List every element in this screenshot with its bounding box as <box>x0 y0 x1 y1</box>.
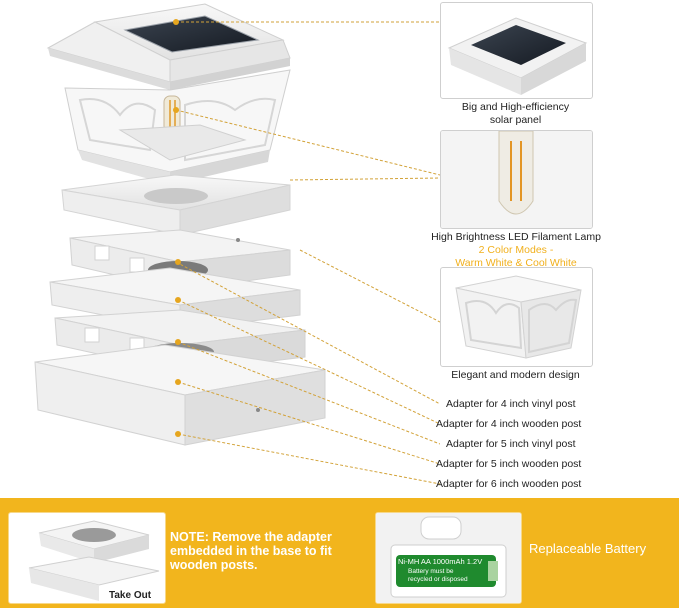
take-out-label: Take Out <box>109 590 152 601</box>
adapter-label-5-wooden: Adapter for 5 inch wooden post <box>436 458 582 470</box>
solar-panel-thumbnail <box>440 2 593 99</box>
design-caption: Elegant and modern design <box>451 369 580 381</box>
led-lamp-caption: High Brightness LED Filament Lamp 2 Colo… <box>431 231 601 269</box>
adapter-label-6-wooden: Adapter for 6 inch wooden post <box>436 478 582 490</box>
adapter-label-5-vinyl: Adapter for 5 inch vinyl post <box>446 438 576 450</box>
battery-thumbnail: Ni-MH AA 1000mAh 1.2V Battery must be re… <box>375 512 522 604</box>
replaceable-battery-label: Replaceable Battery <box>529 541 647 556</box>
design-thumbnail <box>440 267 593 367</box>
wooden-post-note: NOTE: Remove the adapter embedded in the… <box>170 530 332 572</box>
battery-spec-line-3: recycled or disposed <box>408 576 468 583</box>
battery-spec-line-1: Ni-MH AA 1000mAh 1.2V <box>398 557 483 566</box>
adapter-6-wooden <box>34 238 326 446</box>
solar-cap <box>46 3 291 90</box>
adapter-label-4-wooden: Adapter for 4 inch wooden post <box>436 418 582 430</box>
adapter-label-4-vinyl: Adapter for 4 inch vinyl post <box>446 398 576 410</box>
take-out-thumbnail: Take Out <box>8 512 166 604</box>
solar-panel-caption: Big and High-efficiency solar panel <box>461 101 570 126</box>
led-lamp-thumbnail <box>440 130 593 229</box>
bottom-info-band: Take Out NOTE: Remove the adapter embedd… <box>0 498 679 608</box>
callout-dots <box>173 19 181 437</box>
exploded-product-illustration <box>34 3 440 485</box>
base-plate <box>61 174 291 236</box>
callout-lines <box>175 21 440 485</box>
battery-spec-line-2: Battery must be <box>408 568 454 575</box>
